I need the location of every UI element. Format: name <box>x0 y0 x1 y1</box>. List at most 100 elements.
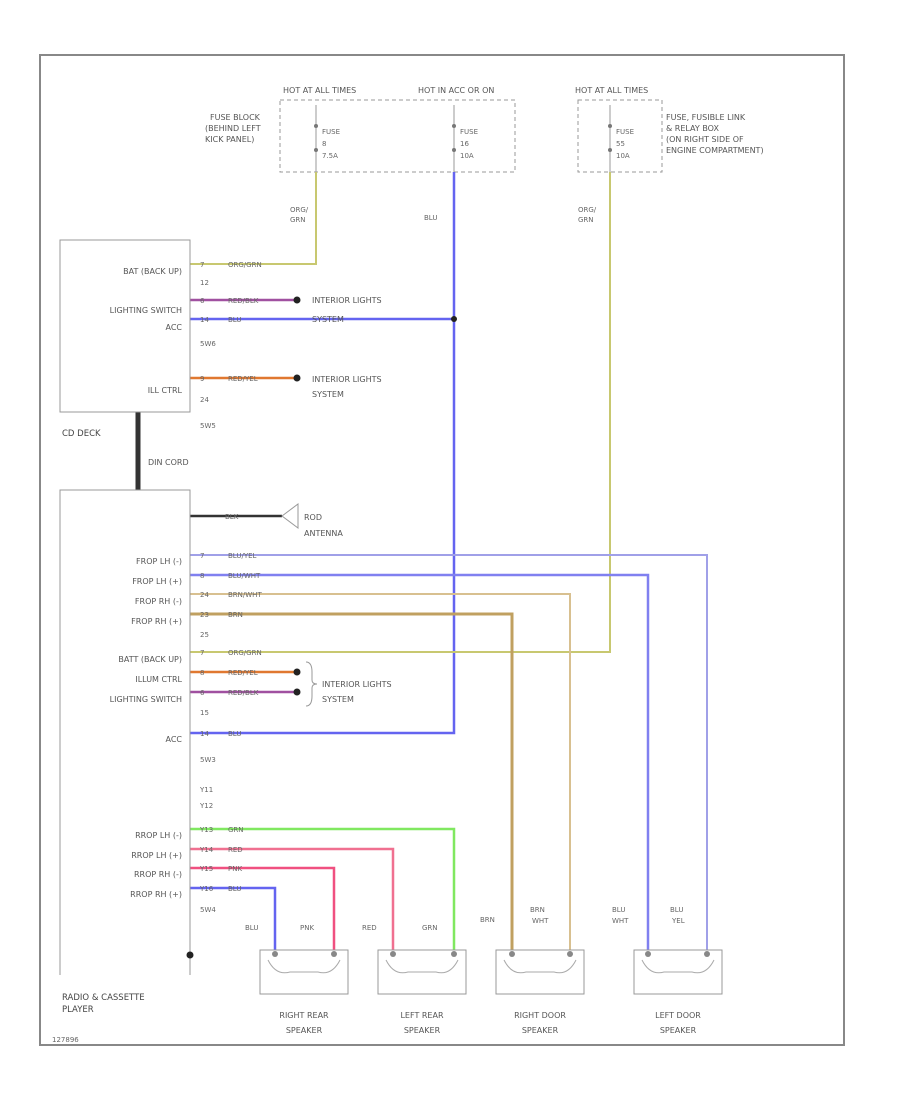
speaker-name-1: RIGHT REAR <box>279 1011 329 1020</box>
fuse-3-rating: 10A <box>616 152 630 160</box>
radio-pin: 14 <box>200 730 209 738</box>
radio-row-label: FROP RH (-) <box>135 597 182 606</box>
cd-dest-2-b: SYSTEM <box>312 390 344 399</box>
radio-pin: Y14 <box>199 846 214 854</box>
wires <box>135 172 708 950</box>
radio-name-2: PLAYER <box>62 1005 94 1015</box>
radio-pin: 6 <box>200 689 205 697</box>
radio-row-label: FROP LH (+) <box>132 577 182 586</box>
radio-ground-dot <box>186 951 194 959</box>
radio-wire-label: RED/YEL <box>228 669 258 677</box>
fuse-2-dot <box>452 124 456 128</box>
speaker-name-2: SPEAKER <box>286 1026 323 1035</box>
fuse-hot-label-2: HOT IN ACC OR ON <box>418 86 494 95</box>
fuse-block-note-3: KICK PANEL) <box>205 135 254 144</box>
fusible-link-note-4: ENGINE COMPARTMENT) <box>666 146 764 155</box>
wire-cd-bat <box>190 172 317 265</box>
wire-rrop-lh-neg <box>190 827 456 950</box>
cd-wire-label-4: RED/YEL <box>228 375 258 383</box>
fusible-link-note-1: FUSE, FUSIBLE LINK <box>666 113 746 122</box>
radio-row-label: FROP RH (+) <box>131 617 182 626</box>
speaker-right-rear: RIGHT REAR SPEAKER <box>259 949 349 1035</box>
radio-wire-label: PNK <box>228 865 242 873</box>
speaker-terminal <box>451 951 457 957</box>
radio-pin: Y11 <box>199 786 213 794</box>
cd-wire-label-3: BLU <box>228 316 241 324</box>
wire-frop-lh-pos <box>190 573 650 950</box>
fuse-hot-label-3: HOT AT ALL TIMES <box>575 86 648 95</box>
wire-radio-lighting-end <box>293 688 301 696</box>
cd-pin: 5W6 <box>200 340 216 348</box>
speaker-name-2: SPEAKER <box>522 1026 559 1035</box>
radio-pin: 5W4 <box>200 906 216 914</box>
fusible-link-box: HOT AT ALL TIMES FUSE 55 10A FUSE, FUSIB… <box>575 86 764 173</box>
speaker-left-door: LEFT DOOR SPEAKER <box>633 949 723 1035</box>
cd-pin: 6 <box>200 297 205 305</box>
radio-row-label: ACC <box>165 735 182 744</box>
radio-wire-label: RED/BLK <box>228 689 259 697</box>
speaker-cone <box>641 959 715 974</box>
spk-wire-label: YEL <box>671 917 685 925</box>
radio-pin: 8 <box>200 572 204 580</box>
wire-radio-illum-end <box>293 668 301 676</box>
radio-pin: 15 <box>200 709 209 717</box>
radio-box <box>59 489 191 975</box>
cd-dest-2-a: INTERIOR LIGHTS <box>312 375 382 384</box>
fusible-link-box-outline <box>577 99 663 173</box>
radio-pin: 24 <box>200 591 209 599</box>
fuse-1-number: 8 <box>322 140 326 148</box>
cd-row-label: ACC <box>165 323 182 332</box>
speaker-terminal <box>390 951 396 957</box>
antenna-wire-label: BLK <box>225 513 239 521</box>
fuse-1-dot-2 <box>314 148 318 152</box>
radio-pin: 23 <box>200 611 209 619</box>
spk-wire-label: BLU <box>612 906 625 914</box>
spk-wire-label: PNK <box>300 924 314 932</box>
cd-dest-1-b: SYSTEM <box>312 315 344 324</box>
radio-cassette-player: RADIO & CASSETTE PLAYER BLK ROD ANTENNA … <box>59 489 392 1015</box>
fusible-link-note-3: (ON RIGHT SIDE OF <box>666 135 744 144</box>
fuse-2-label: FUSE <box>460 128 478 136</box>
radio-row-label: LIGHTING SWITCH <box>110 695 182 704</box>
radio-row-label: RROP LH (+) <box>131 851 182 860</box>
radio-pin: Y16 <box>199 885 214 893</box>
radio-pin: 25 <box>200 631 209 639</box>
spk-wire-label: BLU <box>670 906 683 914</box>
wire-cd-ill-end <box>293 374 301 382</box>
fuse-1-dot <box>314 124 318 128</box>
fuse-3-label: FUSE <box>616 128 634 136</box>
speaker-terminal <box>272 951 278 957</box>
fuse-2-dot-2 <box>452 148 456 152</box>
wire-cd-lighting-end <box>293 296 301 304</box>
speaker-terminal <box>704 951 710 957</box>
wire-rrop-rh-neg <box>190 866 336 950</box>
fuse-2-rating: 10A <box>460 152 474 160</box>
spk-wire-label: RED <box>362 924 377 932</box>
speaker-name-1: LEFT REAR <box>400 1011 443 1020</box>
spk-wire-label: WHT <box>612 917 629 925</box>
spk-wire-label: WHT <box>532 917 549 925</box>
wire-frop-rh-pos <box>190 612 514 950</box>
cd-pin: 5W5 <box>200 422 216 430</box>
cd-deck-box <box>59 239 191 413</box>
fuse-1-label: FUSE <box>322 128 340 136</box>
feed-wire-1-label-b: GRN <box>290 216 306 224</box>
antenna-label-2: ANTENNA <box>304 529 343 538</box>
cd-row-label: ILL CTRL <box>148 386 183 395</box>
fuse-3-dot <box>608 124 612 128</box>
speaker-name-2: SPEAKER <box>660 1026 697 1035</box>
radio-dest-a: INTERIOR LIGHTS <box>322 680 392 689</box>
fuse-block: HOT AT ALL TIMES HOT IN ACC OR ON FUSE B… <box>205 86 516 173</box>
speaker-name-2: SPEAKER <box>404 1026 441 1035</box>
speaker-terminal <box>509 951 515 957</box>
radio-wire-label: BLU <box>228 885 241 893</box>
fuse-1-rating: 7.5A <box>322 152 338 160</box>
radio-wire-label: BLU/WHT <box>228 572 261 580</box>
wire-frop-lh-neg <box>190 554 708 950</box>
diagram-frame <box>39 54 845 1046</box>
radio-row-label: RROP RH (+) <box>130 890 182 899</box>
fusible-link-note-2: & RELAY BOX <box>666 124 719 133</box>
speaker-terminal <box>645 951 651 957</box>
cd-deck: CD DECK BAT (BACK UP) LIGHTING SWITCH AC… <box>59 239 382 439</box>
